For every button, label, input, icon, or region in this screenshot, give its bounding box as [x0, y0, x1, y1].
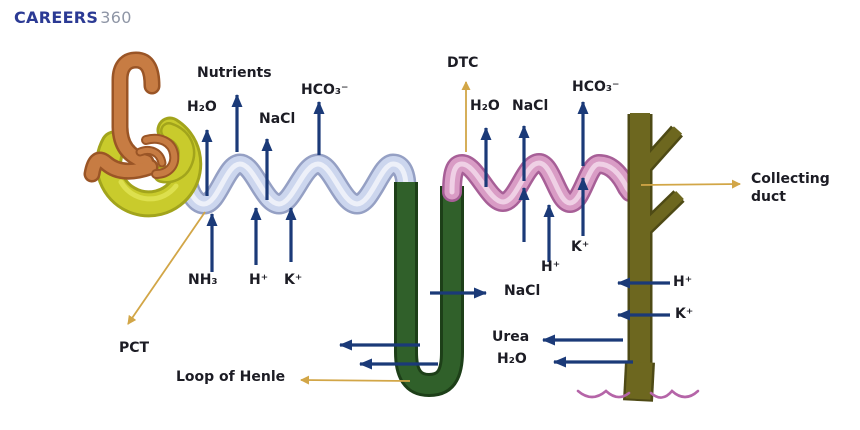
label-h2o-pct: H₂O: [187, 99, 217, 115]
label-nacl-dct: NaCl: [512, 98, 549, 114]
label-pct: PCT: [119, 340, 150, 356]
label-nutrients: Nutrients: [197, 65, 272, 81]
label-h-dct: H⁺: [541, 259, 561, 275]
label-urea-collecting: Urea: [492, 329, 530, 345]
label-nacl-pct: NaCl: [259, 111, 296, 127]
label-h2o-dct: H₂O: [470, 98, 500, 114]
pointer-arrows: [127, 81, 741, 385]
label-hco3-pct: HCO₃⁻: [301, 82, 349, 98]
pointer-pct: [127, 211, 206, 325]
label-h-pct: H⁺: [249, 272, 269, 288]
glomerulus: [83, 51, 180, 183]
label-loop-of-henle: Loop of Henle: [176, 369, 286, 385]
loop-of-henle-tube: [394, 182, 464, 398]
label-k-dct: K⁺: [571, 239, 590, 255]
label-k-collecting: K⁺: [675, 306, 694, 322]
label-nacl-loop: NaCl: [504, 283, 541, 299]
label-k-pct: K⁺: [284, 272, 303, 288]
label-h-collecting: H⁺: [673, 274, 693, 290]
pointer-loop-of-henle: [300, 375, 411, 385]
label-hco3-dct: HCO₃⁻: [572, 79, 620, 95]
logo-suffix-text: 360: [100, 8, 132, 27]
label-h2o-collecting: H₂O: [497, 351, 527, 367]
urine-waves: [576, 389, 700, 399]
collecting-duct: [623, 113, 685, 402]
transport-arrows: [201, 94, 670, 370]
label-collecting-duct: Collecting duct: [751, 171, 830, 205]
logo-brand-text: CAREERS: [14, 8, 99, 27]
dct-tube: [442, 152, 640, 214]
pointer-collecting-duct: [640, 179, 741, 189]
pct-tube: [176, 153, 417, 215]
label-nh3-pct: NH₃: [188, 272, 218, 288]
label-dtc: DTC: [447, 55, 479, 71]
